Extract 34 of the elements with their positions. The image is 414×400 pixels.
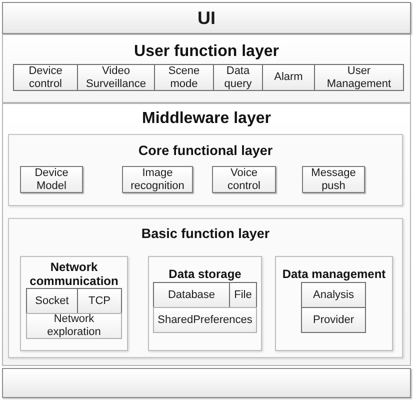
sublayer-panel bbox=[8, 134, 403, 206]
function-box: Socket bbox=[26, 288, 78, 314]
layer-panel bbox=[2, 34, 411, 103]
function-box: Device Model bbox=[20, 166, 83, 193]
layer-title: Data storage bbox=[168, 267, 242, 281]
layer-title: Data management bbox=[282, 267, 386, 281]
layer-band bbox=[2, 368, 411, 398]
layer-band: UI bbox=[2, 2, 411, 34]
function-box: Database bbox=[153, 282, 230, 308]
layer-title: Network communication bbox=[28, 260, 120, 288]
function-box: Video Surveillance bbox=[77, 64, 155, 91]
function-box: Scene mode bbox=[154, 64, 214, 91]
function-box: Analysis bbox=[301, 282, 366, 308]
function-box: Provider bbox=[301, 307, 366, 333]
layer-title: Basic function layer bbox=[141, 225, 270, 243]
function-box: Alarm bbox=[262, 64, 315, 91]
function-box: Data query bbox=[213, 64, 263, 91]
function-box: Message push bbox=[302, 166, 365, 193]
module-group-panel bbox=[275, 256, 393, 351]
function-box: Network exploration bbox=[26, 313, 122, 339]
function-box: Voice control bbox=[212, 166, 276, 193]
layer-title: Core functional layer bbox=[138, 142, 273, 160]
function-box: Image recognition bbox=[122, 166, 193, 193]
function-box: SharedPreferences bbox=[153, 307, 257, 333]
function-box: TCP bbox=[77, 288, 122, 314]
function-box: Device control bbox=[13, 64, 78, 91]
sublayer-panel bbox=[8, 218, 403, 358]
module-group-panel bbox=[148, 256, 262, 351]
function-box: User Management bbox=[314, 64, 404, 91]
layer-title: Middleware layer bbox=[142, 109, 271, 129]
layer-title: User function layer bbox=[134, 42, 279, 62]
function-box: File bbox=[229, 282, 257, 308]
layer-panel bbox=[2, 103, 411, 366]
module-group-panel bbox=[20, 256, 128, 351]
